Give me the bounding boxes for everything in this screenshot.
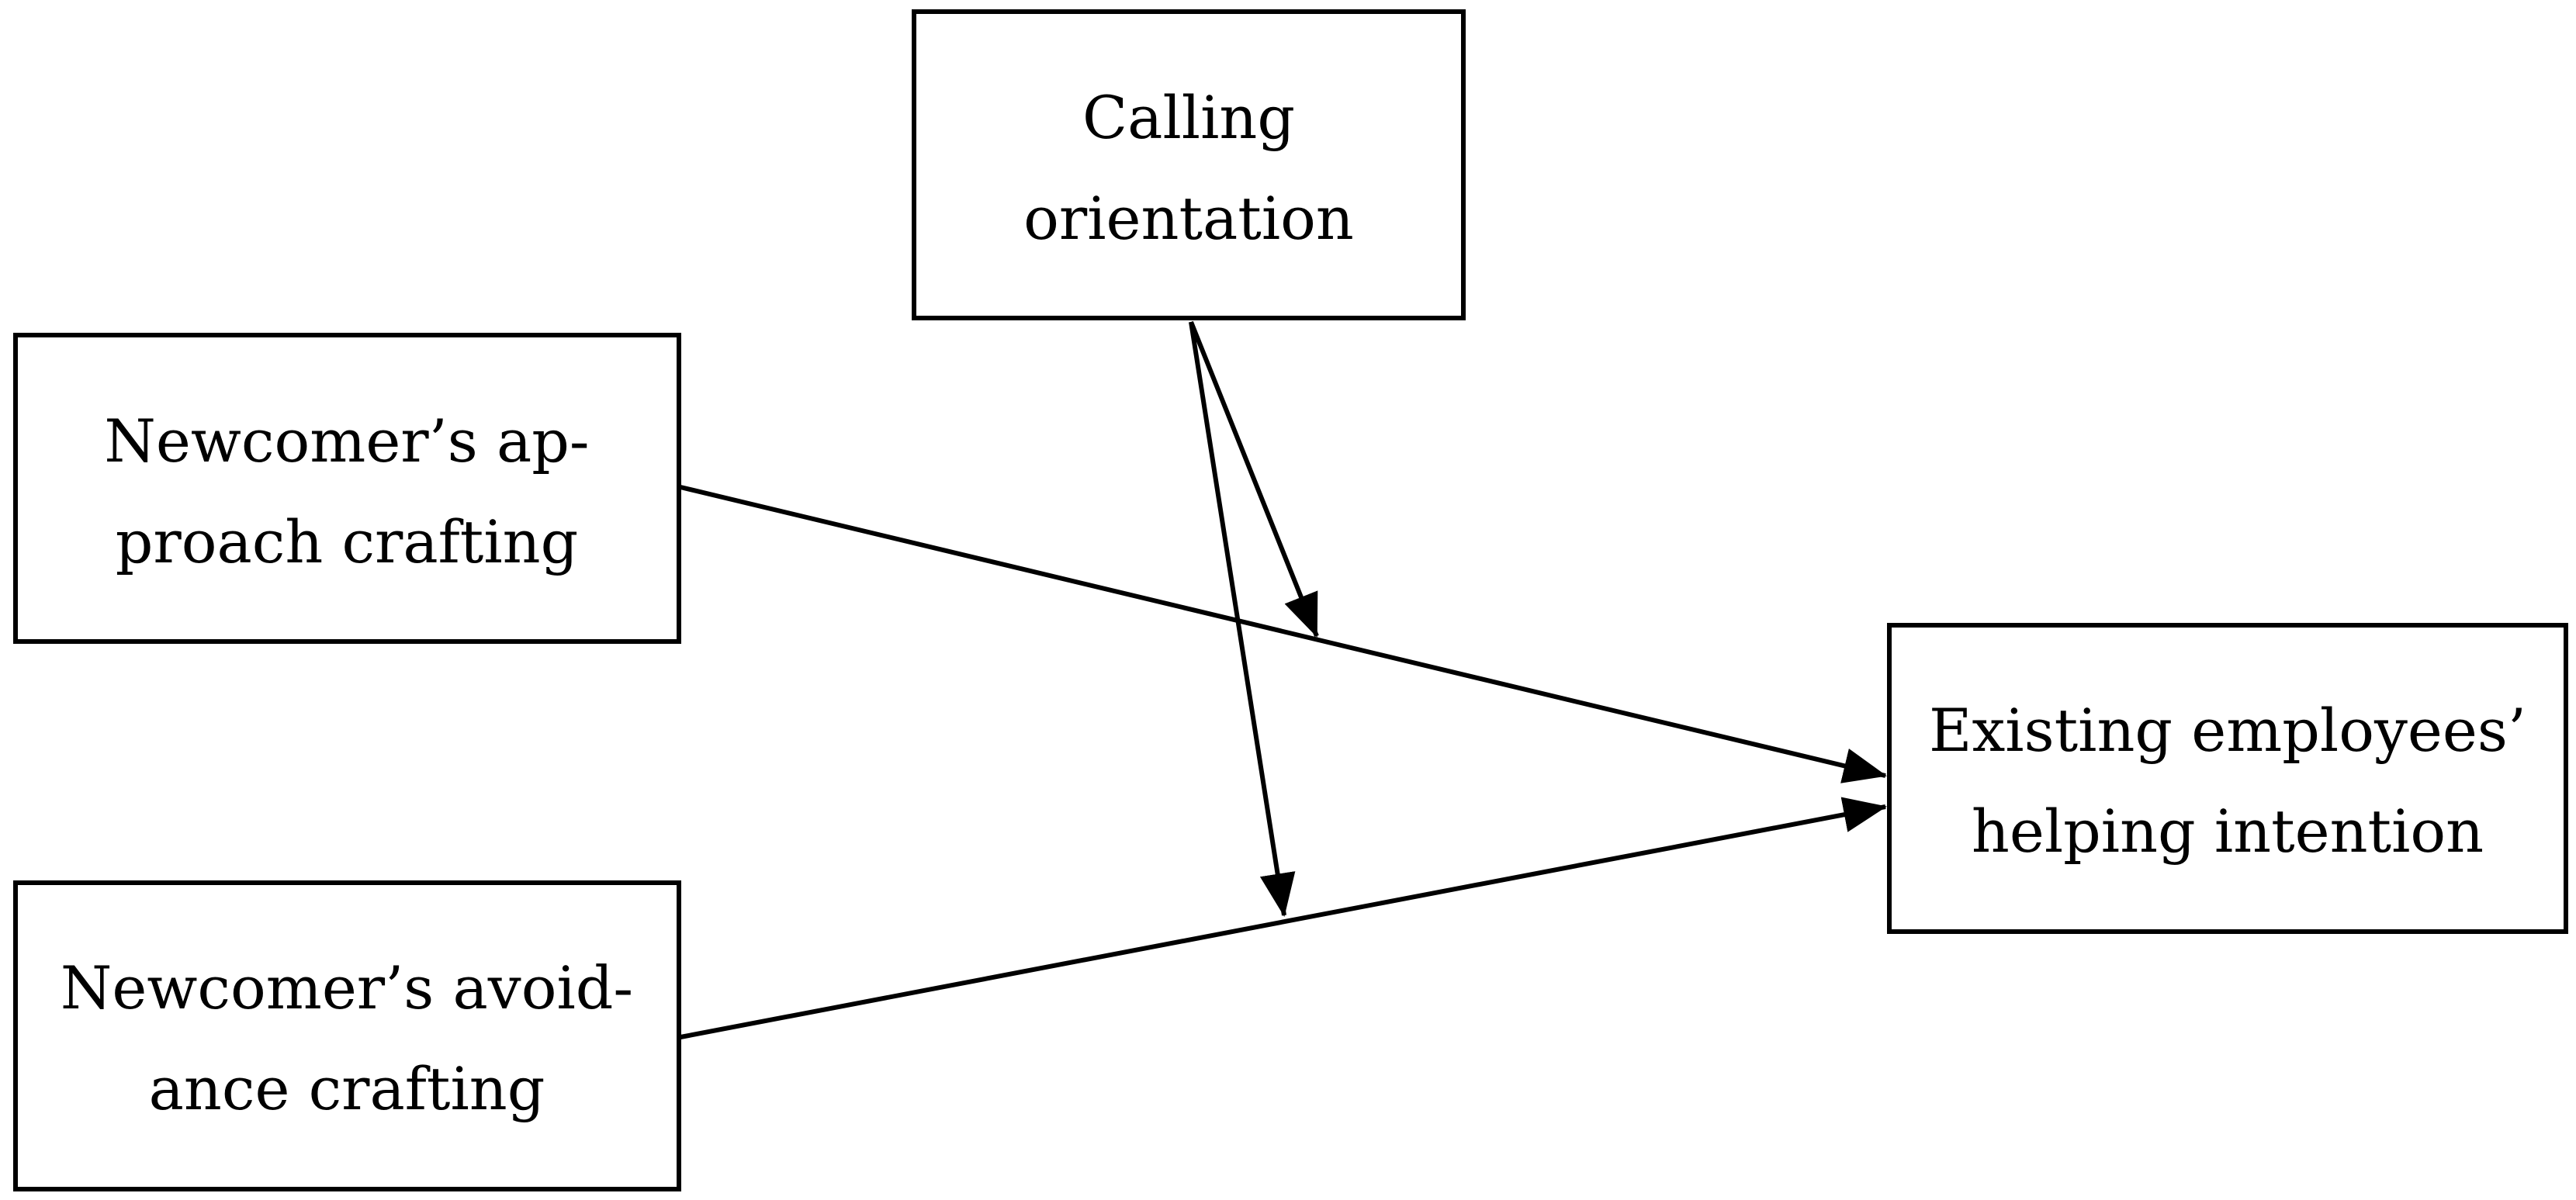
- node-calling-orientation-line1: Calling: [1082, 83, 1295, 152]
- node-helping-intention-line1: Existing employees’: [1929, 696, 2526, 765]
- node-approach-crafting: Newcomer’s ap- proach crafting: [13, 333, 681, 644]
- arrow-avoidance-to-helping: [680, 797, 1887, 1039]
- arrow-calling-moderates-approach-path: [1189, 320, 1319, 638]
- node-approach-crafting-line1: Newcomer’s ap-: [104, 406, 589, 476]
- node-helping-intention-line2: helping intention: [1972, 797, 2484, 866]
- arrow-calling-moderates-avoidance-path: [1189, 321, 1296, 917]
- arrow-approach-to-helping: [680, 485, 1887, 783]
- node-calling-orientation: Calling orientation: [912, 9, 1466, 320]
- node-approach-crafting-line2: proach crafting: [116, 507, 579, 576]
- node-avoidance-crafting-line2: ance crafting: [149, 1054, 545, 1123]
- node-helping-intention: Existing employees’ helping intention: [1887, 623, 2568, 934]
- node-avoidance-crafting: Newcomer’s avoid- ance crafting: [13, 880, 681, 1191]
- node-avoidance-crafting-line1: Newcomer’s avoid-: [61, 953, 633, 1022]
- node-calling-orientation-line2: orientation: [1023, 184, 1354, 253]
